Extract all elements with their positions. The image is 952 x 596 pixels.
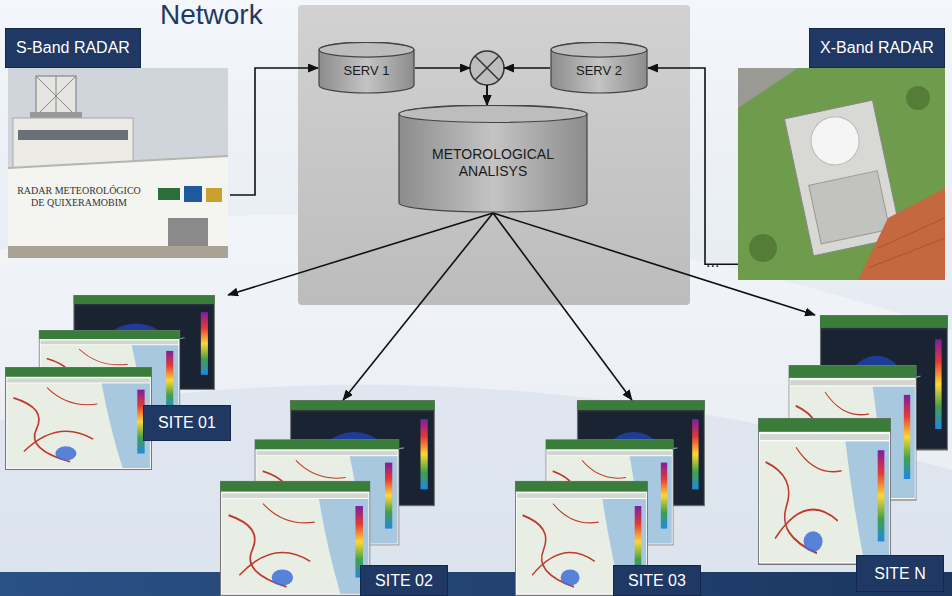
site-node: SITE N <box>758 315 948 593</box>
tag-text: SITE 03 <box>628 572 686 590</box>
server-panel <box>298 5 690 305</box>
connector <box>493 213 815 315</box>
connector <box>493 213 632 400</box>
connector-line <box>493 213 632 400</box>
connector <box>415 68 487 105</box>
cylinder-text: SERV 2 <box>560 63 638 79</box>
cylinder-body <box>399 105 587 212</box>
server-cylinder: SERV 1 <box>318 42 415 94</box>
building-sign-text: RADAR METEOROLÓGICO DE QUIXERAMOBIM <box>14 185 144 209</box>
connector-line <box>648 68 738 264</box>
cylinder-label: SERV 2 <box>550 58 648 85</box>
cylinder-text: SERV 1 <box>328 63 405 79</box>
connector-line <box>343 213 493 400</box>
diagram-title: Network <box>160 0 263 31</box>
site-tag: SITE N <box>856 555 944 592</box>
connector <box>228 213 493 295</box>
site-screenshots <box>6 295 215 469</box>
mixer-symbol <box>470 51 504 85</box>
cylinder-text-block: SERV 2 <box>560 63 638 79</box>
cylinder-text: METOROLOGICAL ANALISYS <box>408 146 578 180</box>
server-cylinder: SERV 2 <box>550 42 648 94</box>
site-tag: SITE 01 <box>143 405 231 441</box>
radar-tag: X-Band RADAR <box>809 28 945 68</box>
analysis-cylinder: METOROLOGICAL ANALISYS <box>398 105 588 213</box>
s-band-radar-photo <box>8 68 228 258</box>
tag-text: S-Band RADAR <box>16 39 130 57</box>
cylinder-body <box>319 42 414 93</box>
footer-band <box>0 572 952 596</box>
site-node: SITE 01 <box>5 295 235 470</box>
connector-line <box>486 85 488 105</box>
site-tag: SITE 03 <box>613 565 701 596</box>
connector-line <box>228 213 493 295</box>
cylinder-text-block: SERV 1 <box>328 63 405 79</box>
cylinder-top <box>551 43 647 58</box>
site-node: SITE 02 <box>220 400 450 596</box>
cylinder-top <box>399 106 587 123</box>
connector-line <box>415 67 470 69</box>
connector <box>648 68 738 264</box>
cylinder-body <box>551 42 647 93</box>
site-tag: SITE 02 <box>360 565 448 596</box>
site-screenshots <box>758 316 947 565</box>
radar-node: X-Band RADAR <box>738 28 947 282</box>
connector-line <box>486 85 488 105</box>
connector-line <box>504 67 550 69</box>
ellipsis-text: ... <box>706 252 736 271</box>
connector <box>343 213 493 400</box>
connector <box>487 68 550 105</box>
tag-text: SITE N <box>874 565 926 583</box>
connector <box>230 68 318 195</box>
cylinder-top <box>319 43 414 58</box>
cylinder-label: SERV 1 <box>318 58 415 85</box>
cylinder-label: METOROLOGICAL ANALISYS <box>398 123 588 202</box>
tag-text: X-Band RADAR <box>820 39 934 57</box>
tag-text: SITE 01 <box>158 414 216 432</box>
site-screenshots <box>515 401 704 596</box>
cylinder-text-block: METOROLOGICAL ANALISYS <box>408 146 578 180</box>
site-node: SITE 03 <box>515 400 705 596</box>
x-band-radar-photo <box>738 68 945 280</box>
radar-tag: S-Band RADAR <box>5 28 141 68</box>
connector-line <box>493 213 815 315</box>
connector-line <box>230 68 318 195</box>
tag-text: SITE 02 <box>375 572 433 590</box>
radar-node: S-Band RADAR <box>5 28 230 260</box>
